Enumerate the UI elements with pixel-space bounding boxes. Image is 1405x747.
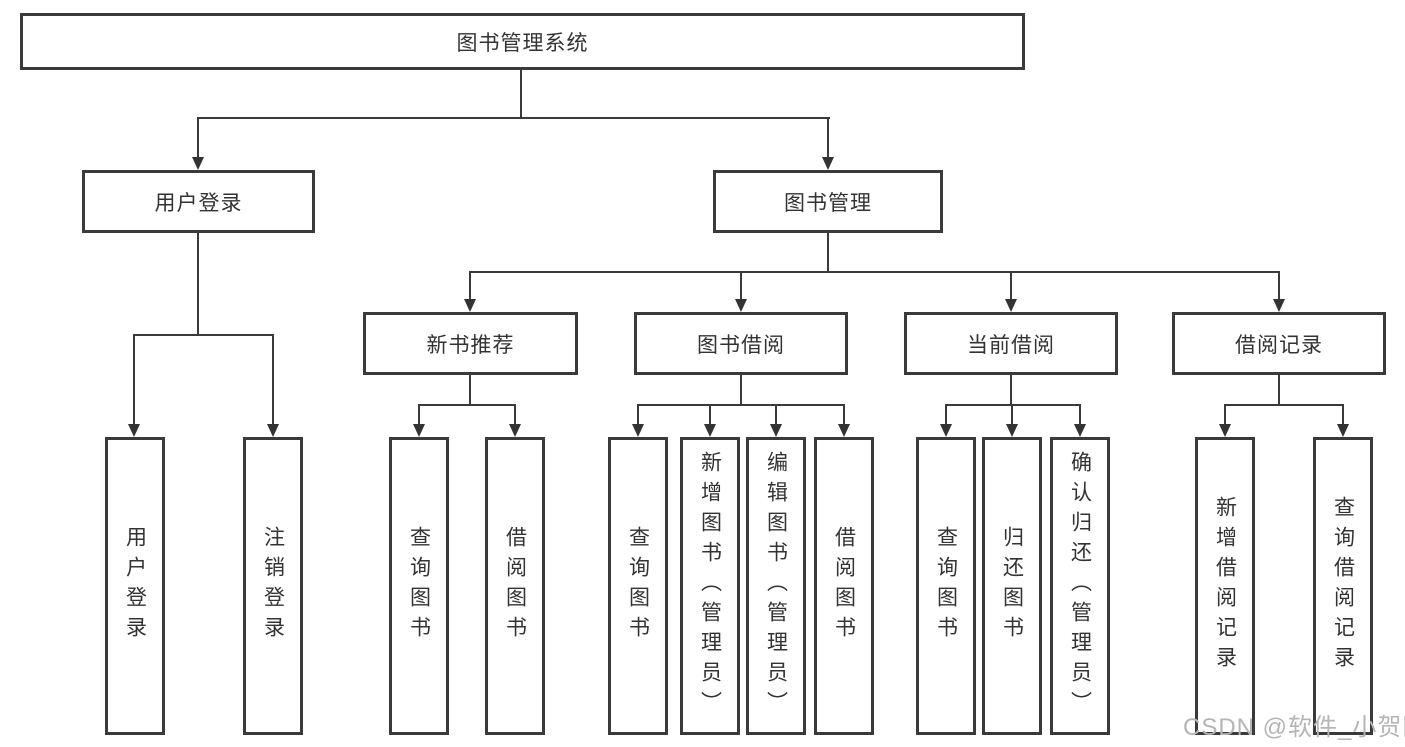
connector-g2-rail: [418, 404, 516, 406]
connector-mgmt-drop-2: [740, 271, 742, 300]
node-leaf-query-books-recommend: 查询图书: [389, 437, 449, 735]
arrow-down-icon: [1074, 424, 1086, 437]
node-leaf-query-books-borrowing: 查询图书: [608, 437, 668, 735]
connector-user-rail: [133, 334, 274, 336]
connector-g2-drop-1: [418, 404, 420, 425]
arrow-down-icon: [838, 424, 850, 437]
arrow-down-icon: [704, 424, 716, 437]
connector-mgmt-drop-3: [1010, 271, 1012, 300]
node-leaf-borrow-books-recommend: 借阅图书: [485, 437, 545, 735]
connector-g4-drop-3: [1079, 404, 1081, 425]
node-user-login: 用户登录: [82, 170, 315, 233]
connector-mgmt-stub: [827, 233, 829, 273]
arrow-down-icon: [940, 424, 952, 437]
connector-g5-stub: [1278, 375, 1280, 406]
node-current-borrowing: 当前借阅: [904, 312, 1118, 375]
node-borrowing-records: 借阅记录: [1172, 312, 1386, 375]
arrow-down-icon: [822, 157, 834, 170]
connector-g5-rail: [1224, 404, 1344, 406]
node-leaf-return-books: 归还图书: [982, 437, 1042, 735]
node-leaf-query-borrow-record: 查询借阅记录: [1313, 437, 1373, 735]
node-leaf-edit-books-admin: 编辑图书（管理员）: [746, 437, 806, 735]
arrow-down-icon: [128, 424, 140, 437]
arrow-down-icon: [1219, 424, 1231, 437]
node-book-borrowing: 图书借阅: [634, 312, 848, 375]
connector-g3-drop-1: [637, 404, 639, 425]
connector-g4-stub: [1010, 375, 1012, 406]
arrow-down-icon: [192, 157, 204, 170]
arrow-down-icon: [1006, 424, 1018, 437]
arrow-down-icon: [413, 424, 425, 437]
connector-user-stub: [197, 233, 199, 336]
node-book-management: 图书管理: [713, 170, 943, 233]
connector-g3-drop-4: [843, 404, 845, 425]
connector-root-rail: [197, 117, 830, 119]
node-leaf-add-books-admin: 新增图书（管理员）: [680, 437, 740, 735]
arrow-down-icon: [632, 424, 644, 437]
connector-root-drop-right: [827, 117, 829, 158]
connector-root-stub: [520, 69, 522, 118]
connector-g5-drop-1: [1224, 404, 1226, 425]
connector-user-drop-1: [133, 334, 135, 425]
node-new-book-recommend: 新书推荐: [363, 312, 578, 375]
connector-g3-stub: [740, 375, 742, 406]
arrow-down-icon: [509, 424, 521, 437]
connector-g3-drop-3: [775, 404, 777, 425]
csdn-watermark: CSDN @软件_小贺同学: [1183, 714, 1405, 741]
connector-g2-stub: [469, 375, 471, 406]
connector-mgmt-drop-1: [469, 271, 471, 300]
node-leaf-logout: 注销登录: [243, 437, 303, 735]
connector-g4-drop-1: [945, 404, 947, 425]
arrow-down-icon: [267, 424, 279, 437]
node-leaf-query-books-current: 查询图书: [916, 437, 976, 735]
connector-g4-drop-2: [1011, 404, 1013, 425]
arrow-down-icon: [1337, 424, 1349, 437]
connector-mgmt-rail: [469, 271, 1280, 273]
connector-mgmt-drop-4: [1278, 271, 1280, 300]
connector-g3-drop-2: [709, 404, 711, 425]
node-leaf-confirm-return-admin: 确认归还（管理员）: [1050, 437, 1110, 735]
arrow-down-icon: [735, 299, 747, 312]
node-leaf-borrow-books: 借阅图书: [814, 437, 874, 735]
arrow-down-icon: [1273, 299, 1285, 312]
arrow-down-icon: [464, 299, 476, 312]
connector-g4-rail: [945, 404, 1081, 406]
connector-g2-drop-2: [514, 404, 516, 425]
connector-root-drop-left: [197, 117, 199, 158]
connector-g5-drop-2: [1342, 404, 1344, 425]
connector-g3-rail: [637, 404, 845, 406]
node-library-system: 图书管理系统: [20, 13, 1025, 70]
node-leaf-add-borrow-record: 新增借阅记录: [1195, 437, 1255, 735]
arrow-down-icon: [770, 424, 782, 437]
connector-user-drop-2: [272, 334, 274, 425]
arrow-down-icon: [1005, 299, 1017, 312]
node-leaf-user-login: 用户登录: [105, 437, 165, 735]
